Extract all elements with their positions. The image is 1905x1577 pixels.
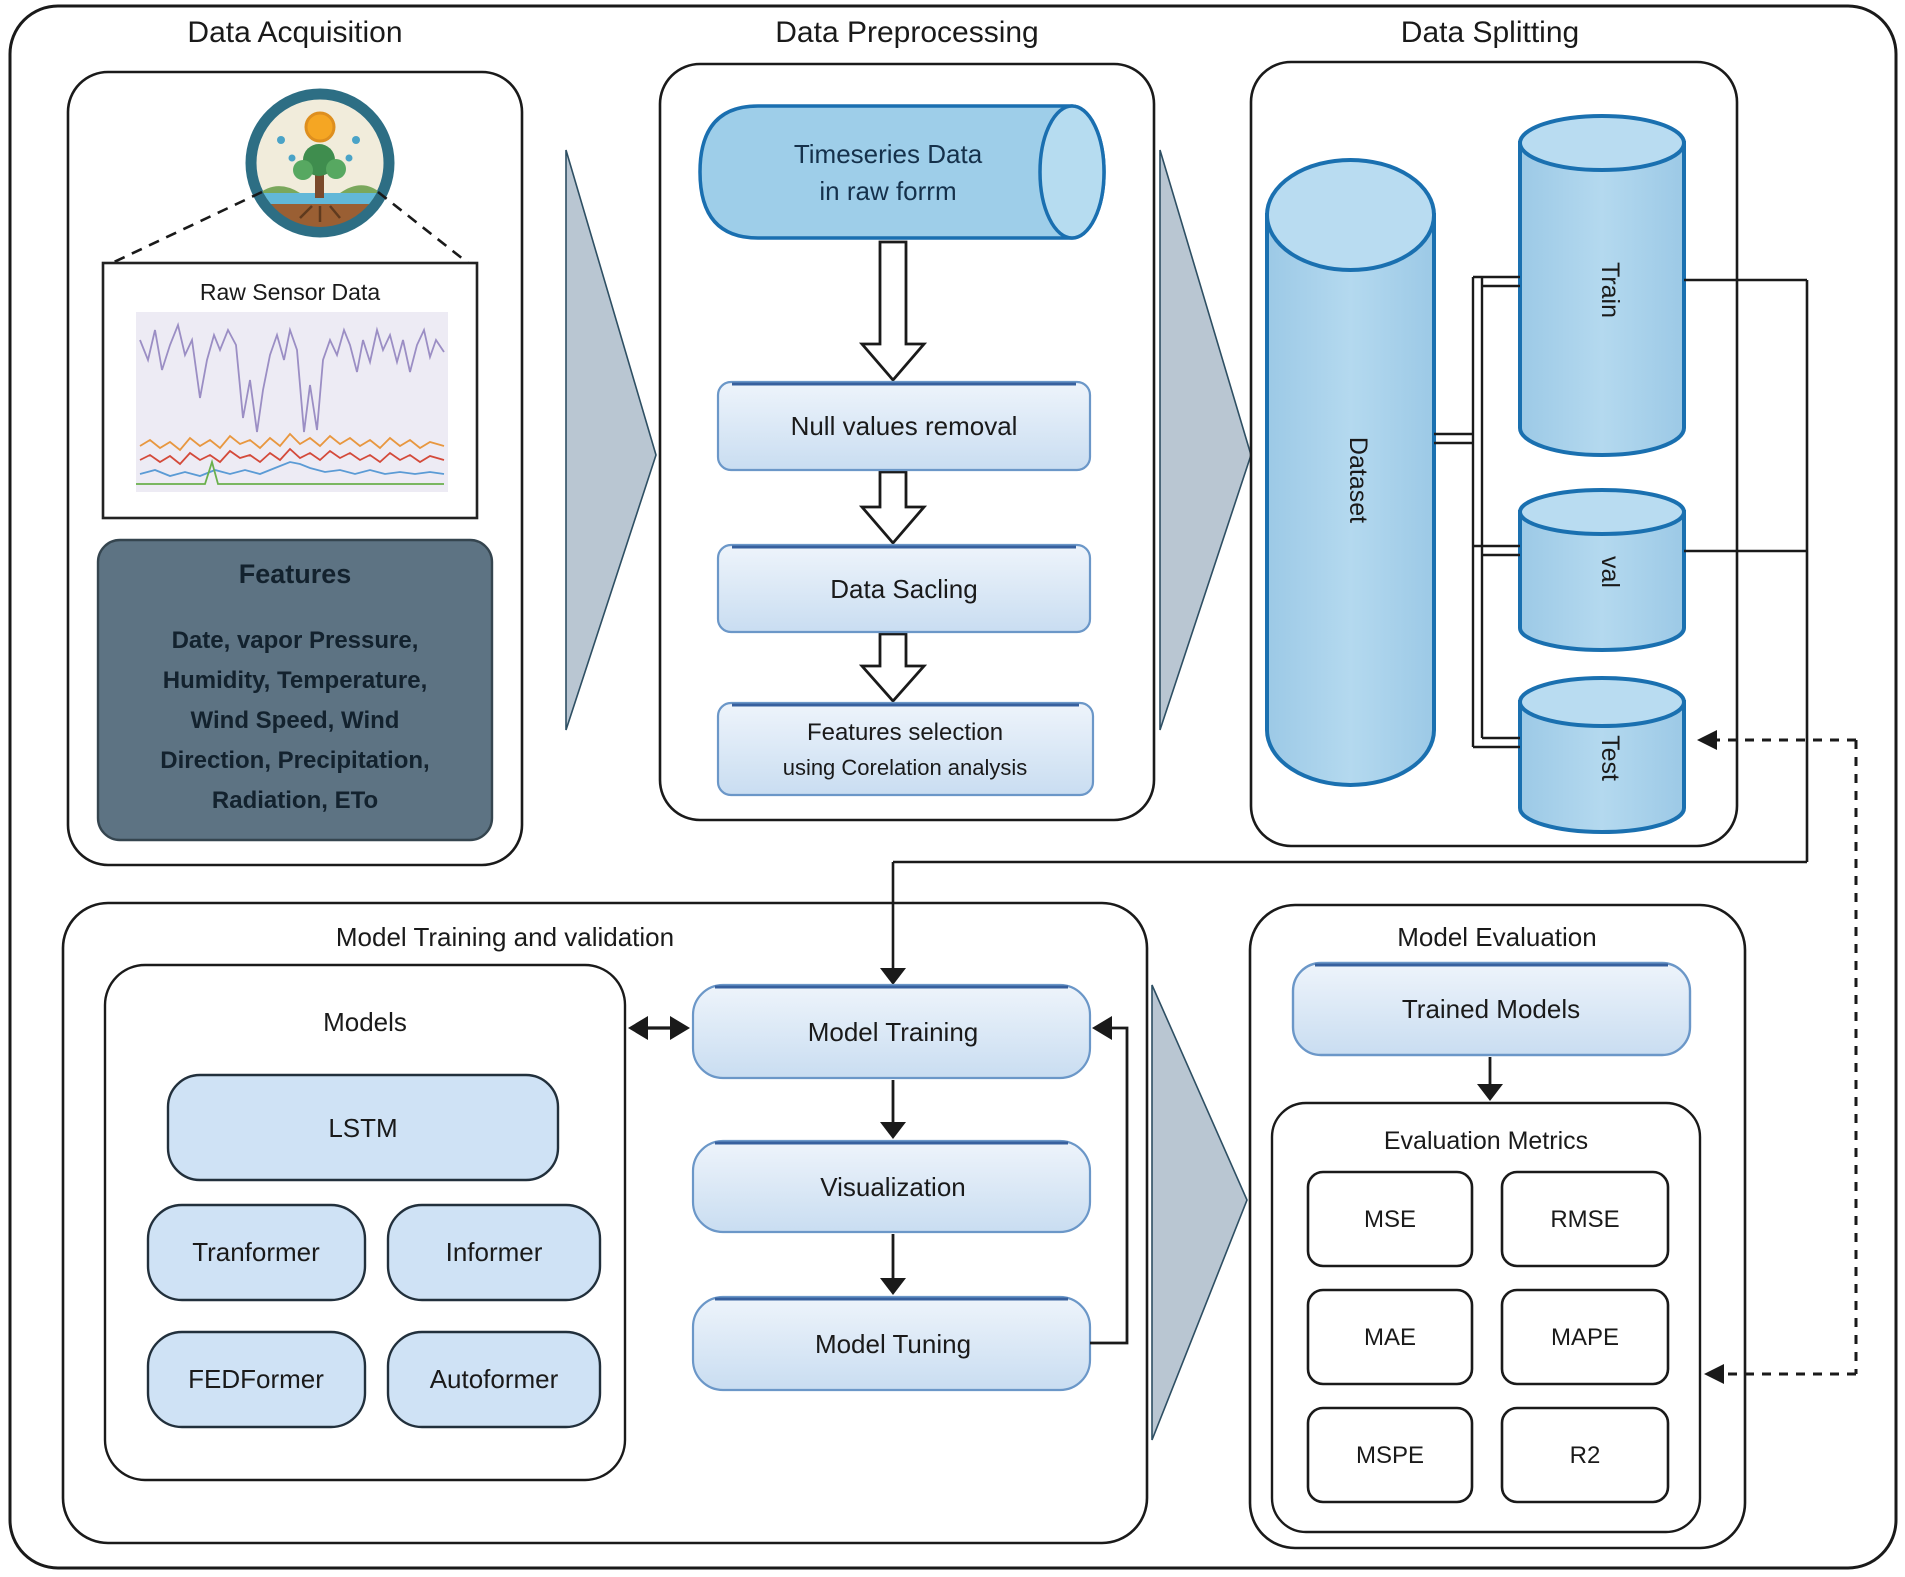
metric-label-rmse: RMSE (1550, 1206, 1619, 1233)
model-tuning-box: Model Tuning (691, 1295, 1092, 1392)
metric-label-mape: MAPE (1551, 1324, 1619, 1351)
test-cylinder: Test (1518, 676, 1686, 834)
test-cylinder-label: Test (1596, 735, 1624, 781)
split-to-training-route (891, 278, 1809, 970)
data-scaling-box: Data Sacling (716, 543, 1092, 634)
features-line-4: Direction, Precipitation, (160, 747, 429, 774)
metric-label-r2: R2 (1570, 1442, 1601, 1469)
trained-models-box: Trained Models (1291, 961, 1692, 1057)
tuning-feedback-loop (1090, 1016, 1129, 1345)
flow-triangle-training-to-evaluation (1151, 984, 1248, 1441)
lstm-box: LSTM (166, 1073, 560, 1182)
feature-selection-box: Features selection using Corelation anal… (716, 701, 1095, 797)
null-values-removal-box: Null values removal (716, 380, 1092, 472)
feature-selection-line2: using Corelation analysis (783, 755, 1028, 780)
dataset-cylinder-label: Dataset (1344, 437, 1372, 523)
null-values-removal-label: Null values removal (791, 411, 1018, 441)
metric-cell-r2: R2 (1500, 1406, 1670, 1504)
metric-label-mse: MSE (1364, 1206, 1416, 1233)
hollow-arrow-scaling-to-selection (858, 632, 928, 704)
logo-callout-right-dashed-line (377, 190, 469, 265)
arrowhead-into-evaluation-metrics (1477, 1084, 1503, 1101)
val-cylinder: val (1518, 488, 1686, 652)
autoformer-label: Autoformer (430, 1364, 559, 1394)
lstm-label: LSTM (328, 1113, 397, 1143)
feature-selection-line1: Features selection (807, 719, 1003, 746)
train-cylinder: Train (1518, 114, 1686, 457)
transformer-label: Tranformer (192, 1237, 320, 1267)
flow-triangle-acquisition-to-preprocessing (565, 149, 657, 731)
val-cylinder-label: val (1596, 556, 1624, 588)
timeseries-cylinder-line1: Timeseries Data (794, 139, 983, 169)
sensor-series-red (139, 447, 445, 466)
logo-callout-left-dashed-line (111, 190, 263, 265)
water-cycle-logo-icon (245, 88, 395, 238)
features-line-2: Humidity, Temperature, (163, 667, 428, 694)
trained-models-label: Trained Models (1402, 994, 1580, 1024)
section-title-model-training: Model Training and validation (336, 922, 674, 952)
features-title: Features (239, 559, 352, 589)
visualization-label: Visualization (820, 1172, 966, 1202)
metric-cell-rmse: RMSE (1500, 1170, 1670, 1268)
evaluation-metrics-label: Evaluation Metrics (1384, 1127, 1588, 1155)
metric-cell-mae: MAE (1306, 1288, 1474, 1386)
dataset-split-bracket (1434, 275, 1520, 749)
sensor-series-green (136, 458, 444, 485)
features-line-5: Radiation, ETo (212, 787, 378, 814)
sensor-series-orange (139, 432, 445, 452)
features-line-1: Date, vapor Pressure, (172, 627, 419, 654)
model-training-step-box: Model Training (691, 983, 1092, 1080)
visualization-box: Visualization (691, 1139, 1092, 1234)
metric-label-mae: MAE (1364, 1324, 1416, 1351)
section-title-data-preprocessing: Data Preprocessing (775, 16, 1038, 49)
models-group-label: Models (323, 1007, 407, 1037)
timeseries-raw-data-cylinder: Timeseries Data in raw forrm (698, 104, 1106, 240)
fedformer-label: FEDFormer (188, 1364, 324, 1394)
hollow-arrow-null-to-scaling (858, 470, 928, 546)
raw-sensor-data-title: Raw Sensor Data (200, 279, 380, 305)
metric-label-mspe: MSPE (1356, 1442, 1424, 1469)
models-training-double-arrow (628, 1016, 690, 1040)
flow-triangle-preprocessing-to-splitting (1159, 149, 1252, 731)
arrowhead-training-to-visualization (880, 1122, 906, 1139)
features-line-3: Wind Speed, Wind (191, 707, 400, 734)
dataset-cylinder: Dataset (1265, 158, 1436, 787)
autoformer-box: Autoformer (386, 1330, 602, 1429)
section-title-data-acquisition: Data Acquisition (187, 16, 402, 49)
arrowhead-into-model-training (880, 968, 906, 985)
train-cylinder-label: Train (1596, 262, 1624, 318)
fedformer-box: FEDFormer (146, 1330, 367, 1429)
model-tuning-label: Model Tuning (815, 1329, 971, 1359)
metric-cell-mspe: MSPE (1306, 1406, 1474, 1504)
sensor-series-blue (139, 461, 445, 477)
metric-cell-mse: MSE (1306, 1170, 1474, 1268)
metric-cell-mape: MAPE (1500, 1288, 1670, 1386)
data-scaling-label: Data Sacling (830, 574, 977, 604)
dashed-arrowhead-into-metrics (1704, 1364, 1724, 1384)
section-title-data-splitting: Data Splitting (1401, 16, 1579, 49)
hollow-arrow-cylinder-to-null-removal (858, 240, 928, 383)
features-box (96, 538, 494, 842)
sensor-series-purple (139, 322, 445, 433)
test-evaluation-dashed-route (1712, 738, 1858, 1376)
transformer-box: Tranformer (146, 1203, 367, 1302)
dashed-arrowhead-into-test (1697, 730, 1717, 750)
arrowhead-visualization-to-tuning (880, 1278, 906, 1295)
informer-box: Informer (386, 1203, 602, 1302)
timeseries-cylinder-line2: in raw forrm (819, 176, 956, 206)
section-title-model-evaluation: Model Evaluation (1397, 922, 1596, 952)
informer-label: Informer (446, 1237, 543, 1267)
raw-sensor-chart (136, 312, 448, 492)
model-training-step-label: Model Training (808, 1017, 979, 1047)
